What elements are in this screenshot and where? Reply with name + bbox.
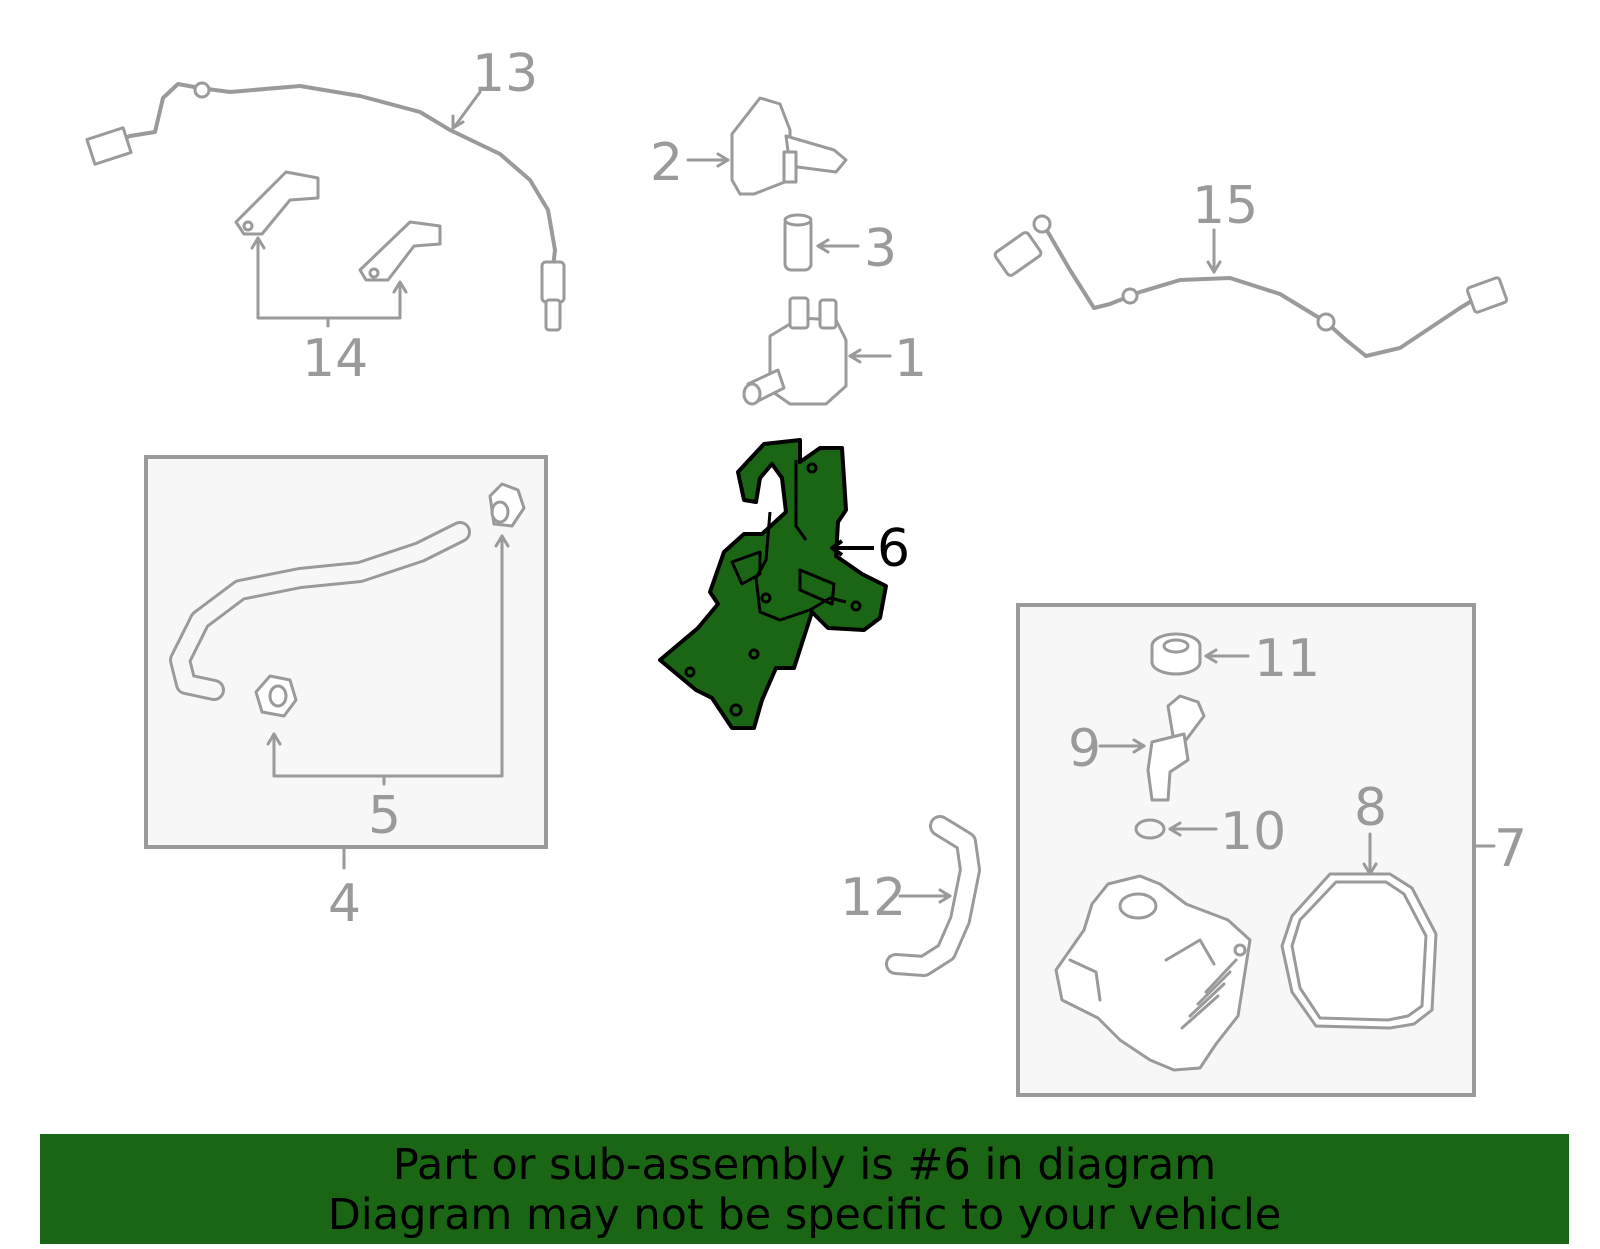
callout-9: 9 <box>1068 719 1146 779</box>
svg-text:13: 13 <box>472 44 538 104</box>
svg-text:15: 15 <box>1192 176 1258 236</box>
part-13-oxygen-sensor[interactable] <box>85 81 566 332</box>
part-4-hose-kit-box[interactable] <box>144 455 548 849</box>
svg-text:14: 14 <box>302 329 368 389</box>
svg-text:4: 4 <box>328 874 361 934</box>
info-banner: Part or sub-assembly is #6 in diagram Di… <box>40 1134 1569 1244</box>
banner-line-2: Diagram may not be specific to your vehi… <box>327 1190 1282 1240</box>
svg-text:10: 10 <box>1220 802 1286 862</box>
part-14-brackets[interactable] <box>234 170 442 282</box>
callout-10: 10 <box>1168 802 1286 862</box>
svg-text:1: 1 <box>894 329 927 389</box>
part-1-purge-valve[interactable] <box>742 296 848 406</box>
svg-text:12: 12 <box>840 868 906 928</box>
callout-6: 6 <box>830 519 910 579</box>
callout-1: 1 <box>848 329 927 389</box>
part-12-hose[interactable] <box>885 815 981 977</box>
callout-15: 15 <box>1192 176 1258 274</box>
svg-text:11: 11 <box>1254 629 1320 689</box>
svg-text:2: 2 <box>650 133 683 193</box>
svg-text:3: 3 <box>864 219 897 279</box>
part-2-sensor[interactable] <box>730 96 848 196</box>
callout-4: 4 <box>328 846 361 934</box>
callout-14: 14 <box>250 236 408 389</box>
svg-text:8: 8 <box>1354 778 1387 838</box>
callout-7: 7 <box>1474 819 1527 879</box>
part-6-bracket-highlighted[interactable] <box>658 438 888 730</box>
callout-5: 5 <box>266 534 510 846</box>
svg-text:5: 5 <box>368 786 401 846</box>
callout-3: 3 <box>816 219 897 279</box>
callout-11: 11 <box>1204 629 1320 689</box>
callout-2: 2 <box>650 133 730 193</box>
part-7-assembly-box[interactable] <box>1016 603 1476 1097</box>
svg-text:6: 6 <box>877 519 910 579</box>
part-15-oxygen-sensor[interactable] <box>993 214 1509 358</box>
svg-text:9: 9 <box>1068 719 1101 779</box>
callout-8: 8 <box>1354 778 1387 876</box>
svg-text:7: 7 <box>1494 819 1527 879</box>
callout-12: 12 <box>840 868 952 928</box>
callout-13: 13 <box>451 44 538 130</box>
banner-line-1: Part or sub-assembly is #6 in diagram <box>392 1140 1217 1190</box>
part-3-sleeve[interactable] <box>783 213 813 272</box>
